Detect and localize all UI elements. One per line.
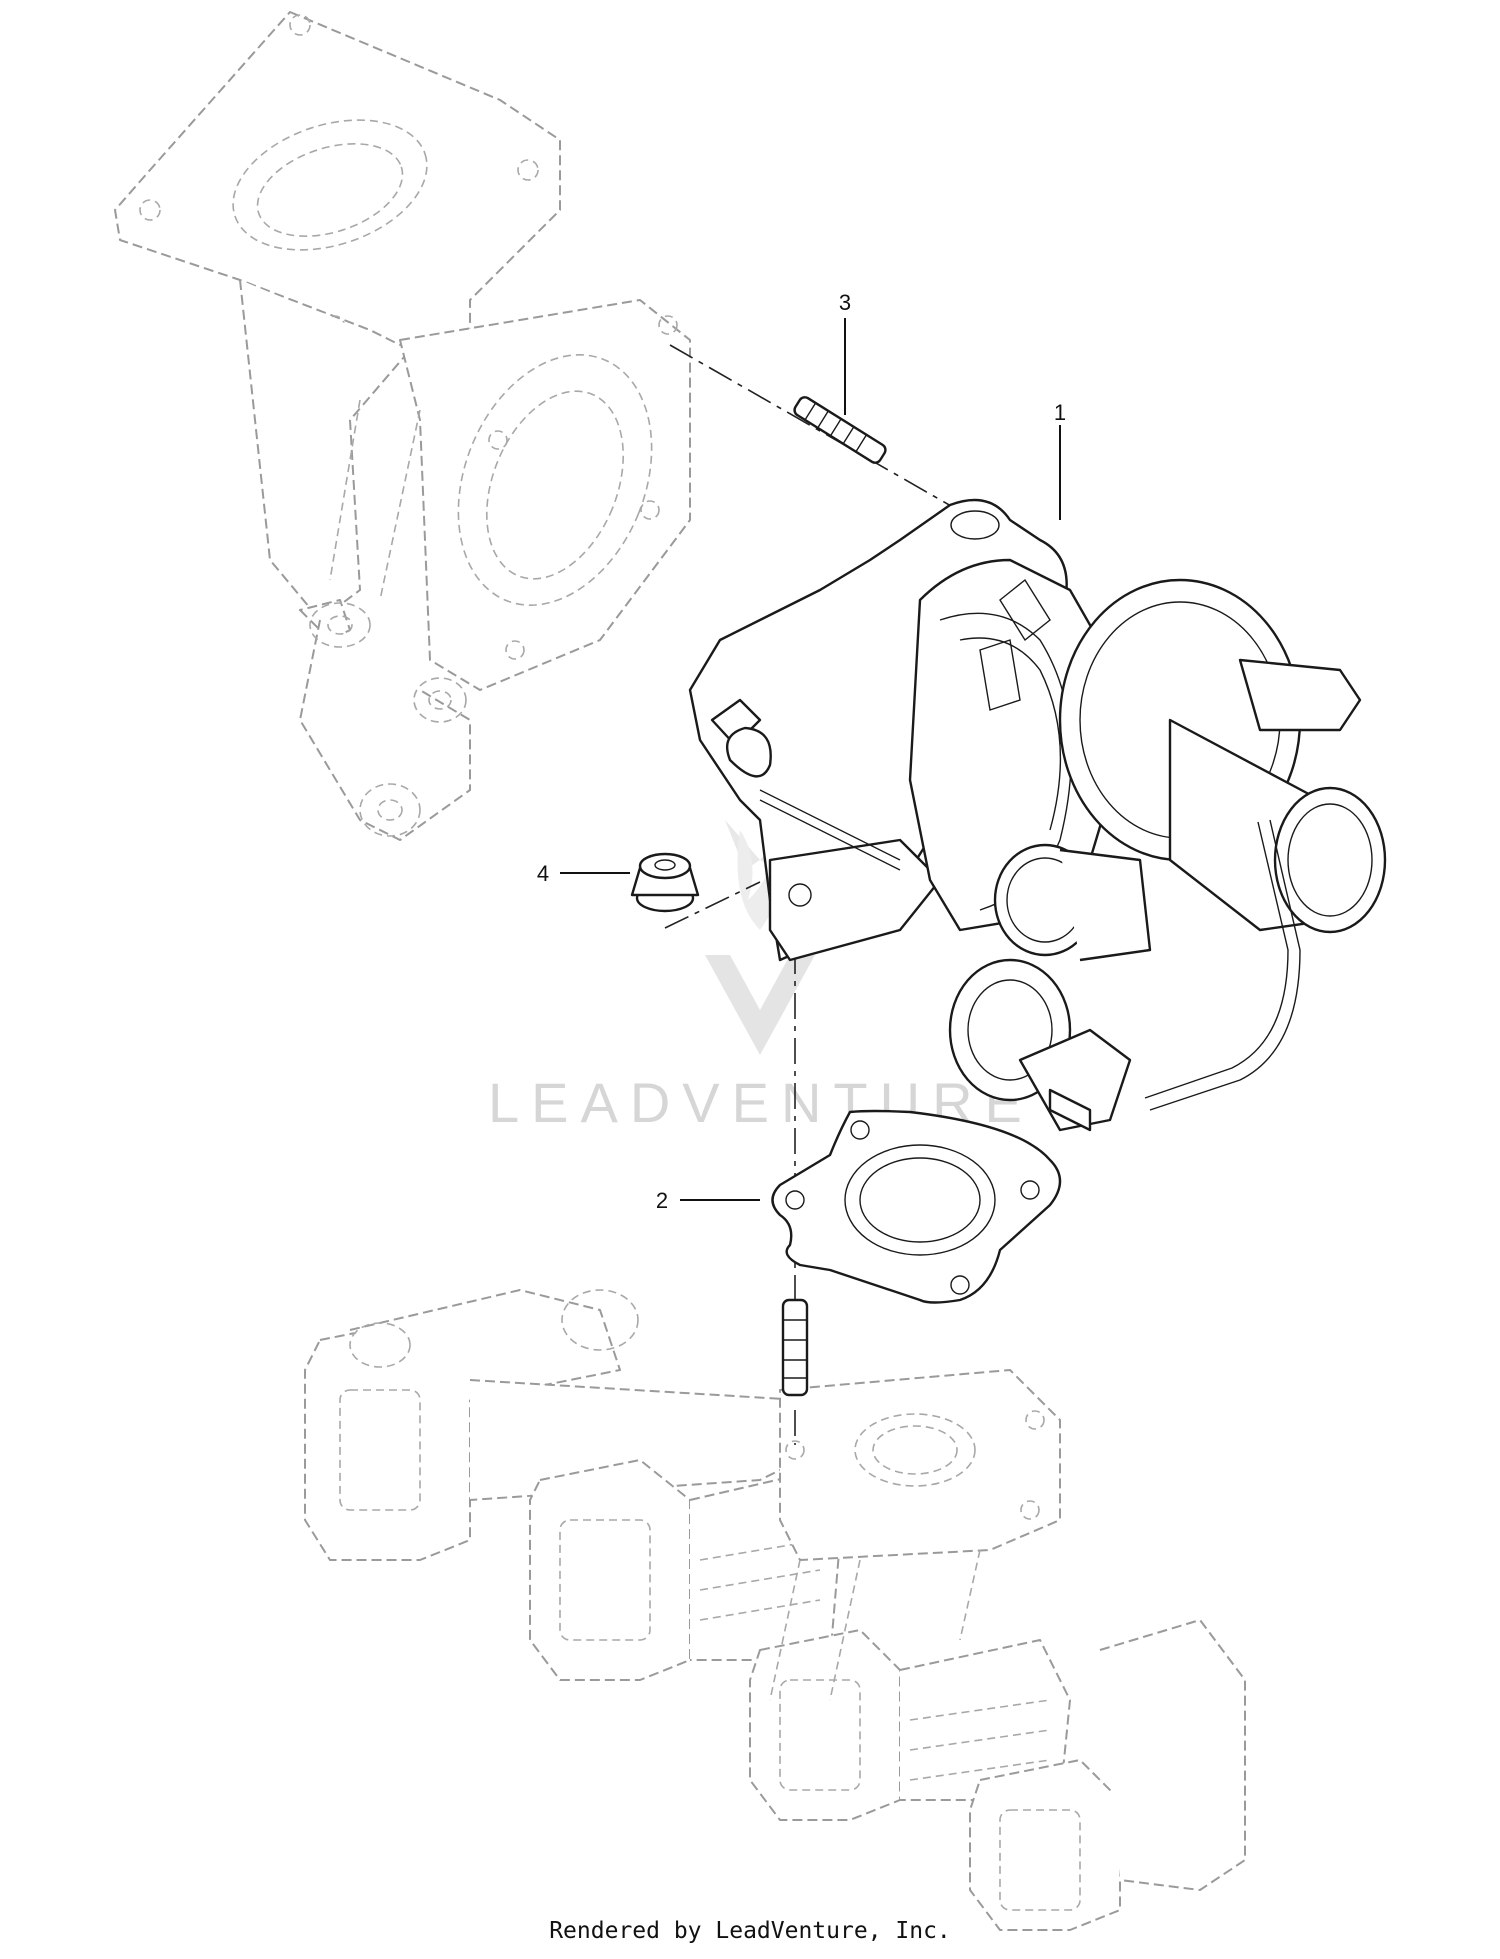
- callout-3: 3: [839, 290, 851, 415]
- callout-4: 4: [537, 861, 630, 886]
- exhaust-manifold-ghost: [304, 1289, 1246, 1931]
- callout-1: 1: [1054, 400, 1066, 520]
- turbocharger[interactable]: [688, 498, 1387, 1132]
- callout-2-label: 2: [656, 1188, 668, 1213]
- callout-4-label: 4: [537, 861, 549, 886]
- callout-2: 2: [656, 1188, 760, 1213]
- gasket[interactable]: [771, 1109, 1062, 1304]
- callout-1-label: 1: [1054, 400, 1066, 425]
- stud-lower[interactable]: [781, 1298, 809, 1397]
- exhaust-bracket-ghost: [114, 11, 691, 841]
- flange-nut[interactable]: [630, 852, 700, 913]
- callout-3-label: 3: [839, 290, 851, 315]
- stud-upper[interactable]: [792, 395, 887, 465]
- footer-credit: Rendered by LeadVenture, Inc.: [549, 1918, 951, 1944]
